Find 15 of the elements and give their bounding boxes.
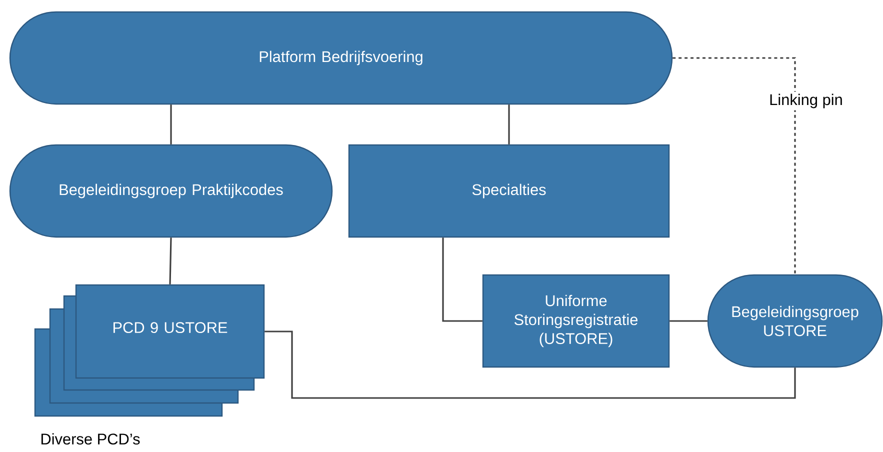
connector [508, 104, 510, 144]
process-box: PCD 9 USTORE [75, 284, 265, 379]
caption: Diverse PCD’s [41, 433, 140, 445]
connector [672, 57, 796, 274]
connector [670, 320, 708, 322]
connector [442, 238, 482, 322]
connector [170, 104, 172, 144]
process-box: Specialties [348, 144, 670, 238]
connector [169, 238, 172, 284]
edge-label: Linking pin [767, 92, 845, 110]
process-box: Uniforme Storingsregistratie (USTORE) [482, 274, 670, 368]
rounded-box: Begeleidingsgroep USTORE [707, 274, 883, 368]
connector [264, 330, 796, 399]
rounded-box: Begeleidingsgroep Praktijkcodes [9, 144, 333, 238]
rounded-box: Platform Bedrijfsvoering [9, 11, 673, 105]
